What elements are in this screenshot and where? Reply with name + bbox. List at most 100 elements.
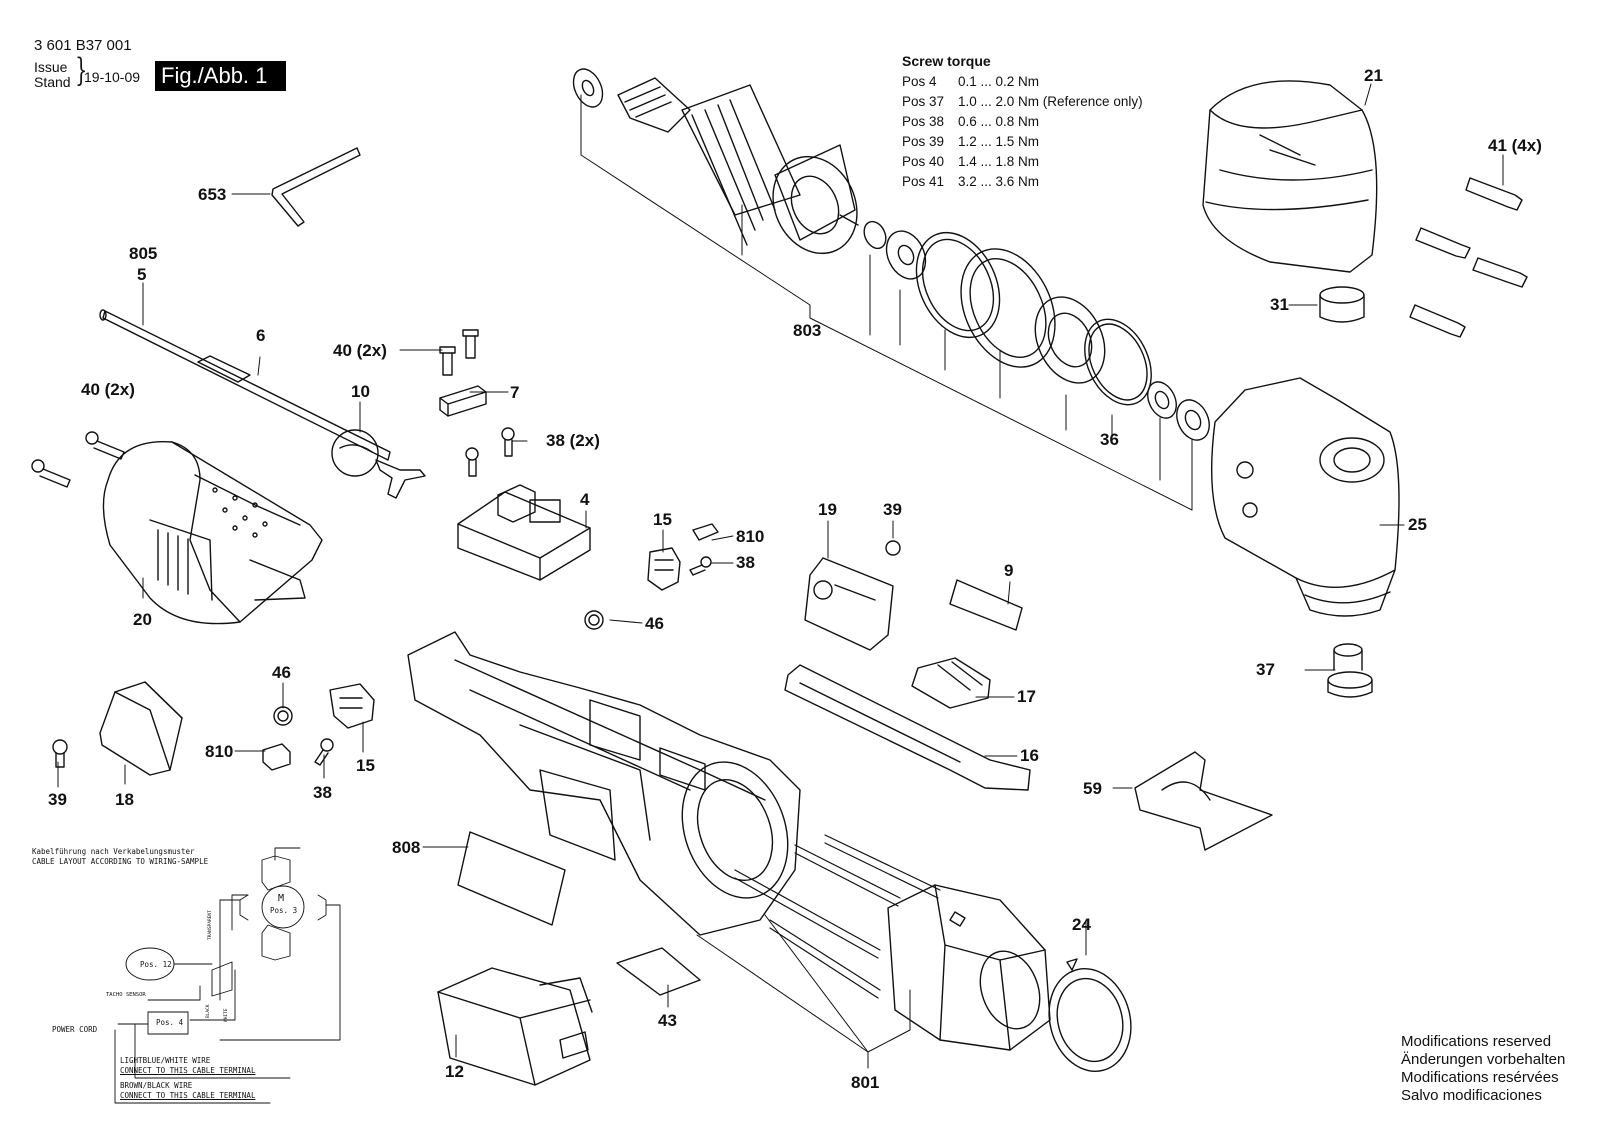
torque-pos: Pos 38 [902,114,945,129]
wire2-label: BROWN/BLACK WIRE [120,1081,193,1090]
armature-803 [572,68,859,255]
torque-pos: Pos 41 [902,174,945,189]
ring-24 [1048,958,1132,1072]
wire1-label: LIGHTBLUE/WHITE WIRE [120,1056,211,1065]
torque-value: 0.6 ... 0.8 Nm [958,114,1040,129]
callout-41-4x: 41 (4x) [1488,136,1542,155]
wiring-heading: Kabelführung nach Verkabelungsmuster CAB… [32,847,208,867]
main-housing [407,631,801,936]
label-43 [616,947,701,996]
callout-38-2x: 38 (2x) [546,431,600,450]
field-801 [887,884,1051,1051]
torque-pos: Pos 40 [902,154,945,169]
callout-36: 36 [1100,430,1119,449]
screw-torque-title: Screw torque [902,53,991,69]
white-wire-label: WHITE [224,1008,229,1022]
callout-59: 59 [1083,779,1102,798]
callout-18: 18 [115,790,134,809]
top-cover-21 [1202,80,1378,273]
modifications-note: Modifications reserved Änderungen vorbeh… [1401,1033,1565,1105]
callout-6: 6 [256,326,266,345]
callout-37: 37 [1256,660,1275,679]
torque-row: Pos 39 1.2 ... 1.5 Nm [902,134,1039,149]
issue-label: Issue Stand [34,60,71,90]
modifications-es: Salvo modificaciones [1401,1087,1542,1104]
slider-16 [784,664,1031,791]
callout-16: 16 [1020,746,1039,765]
front-housing-20 [102,440,323,625]
callout-38-lower: 38 [313,783,332,802]
callout-5: 5 [137,265,147,284]
torque-value: 1.2 ... 1.5 Nm [958,134,1040,149]
tacho-sensor-label: TACHO SENSOR [106,992,146,998]
document-number: 3 601 B37 001 [34,37,132,54]
torque-value: 1.0 ... 2.0 Nm (Reference only) [958,94,1143,109]
torque-pos: Pos 37 [902,94,945,109]
callout-653: 653 [198,185,227,204]
callout-15-upper: 15 [653,510,672,529]
switch-4 [457,484,591,581]
modifications-en: Modifications reserved [1401,1033,1552,1050]
callout-40-left: 40 (2x) [81,380,135,399]
callout-7: 7 [510,383,520,402]
callout-805: 805 [129,244,158,263]
wire2-instruction: CONNECT TO THIS CABLE TERMINAL [120,1091,256,1100]
callout-21: 21 [1364,66,1383,85]
leader-lines [57,83,1504,1069]
callout-39-upper: 39 [883,500,902,519]
brace-glyph: } [75,51,88,89]
torque-pos: Pos 4 [902,74,937,89]
callout-40-top: 40 (2x) [333,341,387,360]
pos4-label: Pos. 4 [156,1018,184,1027]
electronics-12 [437,967,593,1086]
label-9 [949,579,1023,631]
label-808 [457,831,566,926]
cover-18 [99,681,183,776]
callout-20: 20 [133,610,152,629]
callout-19: 19 [818,500,837,519]
brush-holders [262,523,719,771]
wiring-heading-en: CABLE LAYOUT ACCORDING TO WIRING-SAMPLE [32,857,209,866]
callout-15-lower: 15 [356,756,375,775]
bearings-rings [863,220,1210,441]
issue-date: 19-10-09 [84,69,141,85]
wires [734,834,941,999]
knob-37 [1327,643,1373,698]
wire1-instruction: CONNECT TO THIS CABLE TERMINAL [120,1066,256,1075]
pad-17 [911,657,991,709]
modifications-de: Änderungen vorbehalten [1401,1051,1566,1068]
torque-row: Pos 37 1.0 ... 2.0 Nm (Reference only) [902,94,1143,109]
motor-pos-label: Pos. 3 [270,906,298,915]
callout-803: 803 [793,321,822,340]
power-cord-label: POWER CORD [52,1025,98,1034]
callout-31: 31 [1270,295,1289,314]
callout-39-lower: 39 [48,790,67,809]
callout-12: 12 [445,1062,464,1081]
callout-43: 43 [658,1011,677,1030]
callout-810-upper: 810 [736,527,765,546]
plate-19 [804,557,894,651]
callout-46-upper: 46 [645,614,664,633]
callout-810-lower: 810 [205,742,234,761]
torque-pos: Pos 39 [902,134,945,149]
callout-808: 808 [392,838,421,857]
torque-row: Pos 38 0.6 ... 0.8 Nm [902,114,1039,129]
callout-10: 10 [351,382,370,401]
callout-17: 17 [1017,687,1036,706]
block-7 [439,385,487,417]
wiring-heading-de: Kabelführung nach Verkabelungsmuster [32,847,195,856]
torque-value: 0.1 ... 0.2 Nm [958,74,1040,89]
motor-label: M [278,893,285,904]
pos12-label: Pos. 12 [140,960,172,969]
torque-value: 1.4 ... 1.8 Nm [958,154,1040,169]
wiring-schematic [114,847,341,1104]
screws [31,177,1528,768]
gear-housing-25 [1210,377,1400,617]
issue-label-de: Stand [34,74,71,90]
callout-801: 801 [851,1073,880,1092]
modifications-fr: Modifications resérvées [1401,1069,1559,1086]
tray-59 [1134,751,1273,851]
